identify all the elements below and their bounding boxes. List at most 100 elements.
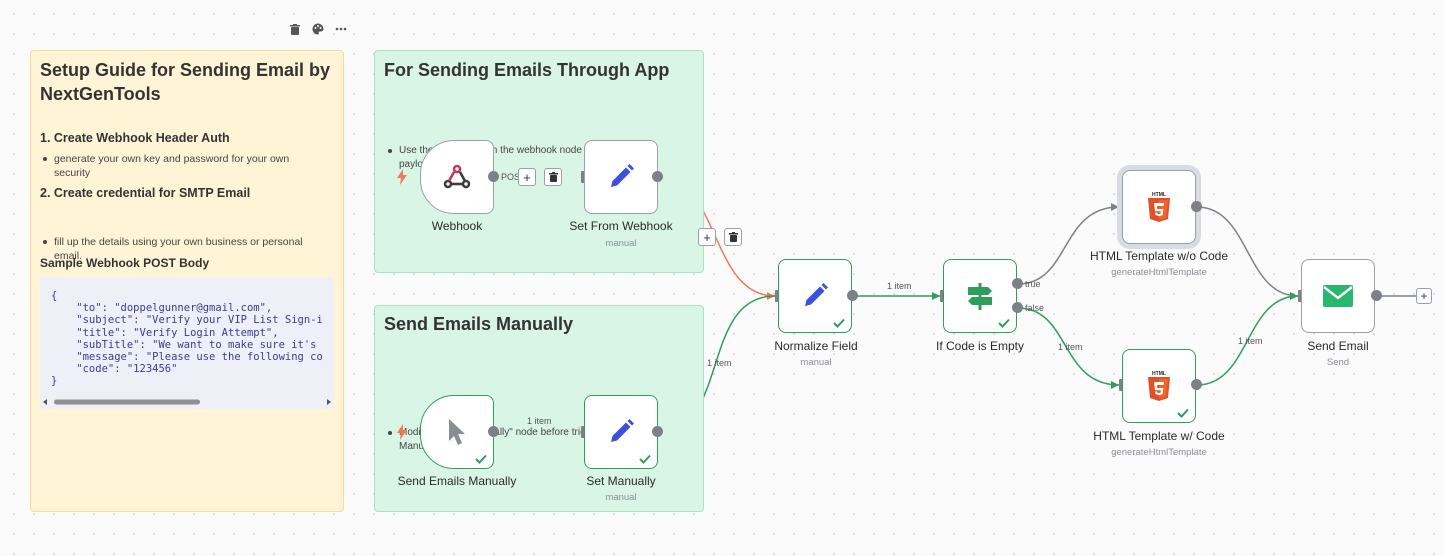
sticky-toolbar: [288, 22, 348, 36]
normalize-field-label: Normalize Field: [774, 339, 858, 353]
manual-note-title: Send Emails Manually: [384, 314, 574, 334]
signpost-icon: [968, 283, 992, 310]
normalize-field-node[interactable]: [778, 259, 852, 333]
trash-icon[interactable]: [288, 22, 302, 36]
success-check-icon: [833, 318, 845, 328]
trash-icon: [728, 232, 738, 242]
set-manually-output-port[interactable]: [652, 426, 663, 437]
step1-line1: generate your own key and password for y…: [54, 153, 290, 165]
set-manually-subtitle: manual: [605, 492, 637, 503]
delete-connection-button[interactable]: [544, 168, 562, 186]
code-line: "subTitle": "We want to make sure it's: [51, 338, 317, 351]
html5-icon: HTML: [1148, 192, 1170, 222]
send-emails-manually-node[interactable]: [420, 395, 494, 469]
set-manually-input-port[interactable]: [581, 426, 586, 438]
sample-code-block[interactable]: { "to": "doppelgunner@gmail.com", "subje…: [40, 277, 334, 409]
step2-heading: 2. Create credential for SMTP Email: [40, 186, 251, 200]
normalize-input-port[interactable]: [775, 290, 780, 302]
set-manually-edge-label: 1 item: [707, 358, 732, 368]
manual-note-line1: Modify the "Set Manually" node before tr…: [399, 427, 628, 438]
success-check-icon: [998, 318, 1010, 328]
step2-line2: email.: [54, 250, 83, 262]
add-next-node-button[interactable]: +: [1416, 288, 1432, 304]
html-w-output-port[interactable]: [1191, 379, 1202, 390]
pencil-icon: [611, 164, 634, 187]
webhook-edge-label: POS: [501, 172, 521, 182]
code-line: "to": "doppelgunner@gmail.com",: [51, 302, 273, 315]
pencil-icon: [805, 283, 828, 306]
step2-bullet: fill up the details using your own busin…: [40, 235, 344, 263]
webhook-label: Webhook: [431, 219, 483, 233]
svg-text:HTML: HTML: [1152, 371, 1166, 377]
set-manually-node[interactable]: [584, 395, 658, 469]
html-w-input-port[interactable]: [1119, 379, 1124, 391]
send-email-label: Send Email: [1307, 339, 1369, 353]
delete-connection-button-2[interactable]: [724, 228, 742, 246]
if-code-empty-label: If Code is Empty: [935, 339, 1025, 353]
step1-line2: security: [54, 167, 91, 179]
send-email-subtitle: Send: [1326, 357, 1350, 368]
normalize-field-subtitle: manual: [800, 357, 832, 368]
webhook-node[interactable]: [420, 140, 494, 214]
set-from-webhook-input-port[interactable]: [581, 171, 586, 183]
html-wo-input-port[interactable]: [1119, 201, 1124, 213]
html-template-wo-code-subtitle: generateHtmlTemplate: [1111, 267, 1207, 278]
send-emails-manually-output-port[interactable]: [488, 426, 499, 437]
cursor-icon: [449, 419, 465, 445]
palette-icon[interactable]: [311, 22, 325, 36]
send-email-output-port[interactable]: [1371, 290, 1382, 301]
app-note-bullet: Use the endpoint from the webhook node a…: [385, 144, 709, 172]
step1-bullet: generate your own key and password for y…: [40, 152, 344, 180]
step2-line1: fill up the details using your own busin…: [54, 236, 303, 248]
webhook-output-port[interactable]: [488, 171, 499, 182]
app-note-line2: payload.: [399, 159, 437, 170]
step1-heading: 1. Create Webhook Header Auth: [40, 131, 230, 145]
edge-if-true-to-htmlwo: [1017, 206, 1120, 285]
setup-guide-title-line1: Setup Guide for Sending Email by: [40, 60, 331, 80]
setup-guide-title-line2: NextGenTools: [40, 84, 161, 104]
set-from-webhook-node[interactable]: [584, 140, 658, 214]
html-template-w-code-subtitle: generateHtmlTemplate: [1111, 447, 1207, 458]
code-line: "title": "Verify Login Attempt",: [51, 326, 279, 339]
html-template-w-code-node[interactable]: HTML: [1122, 349, 1196, 423]
webhook-icon: [443, 164, 471, 189]
success-check-icon: [1177, 408, 1189, 418]
app-note-title: For Sending Emails Through App: [384, 60, 670, 80]
add-node-button[interactable]: +: [518, 168, 536, 186]
html-w-edge-label: 1 item: [1238, 336, 1263, 346]
edge-if-false-to-htmlw: [1017, 307, 1120, 386]
code-scrollbar[interactable]: [42, 398, 332, 406]
edge-htmlwo-to-send: [1196, 206, 1299, 297]
normalize-edge-label: 1 item: [887, 281, 912, 291]
code-line: "subject": "Verify your VIP List Sign-i: [51, 314, 323, 327]
success-check-icon: [475, 454, 487, 464]
trigger-bolt-icon-2: [397, 424, 407, 440]
pencil-icon: [611, 419, 634, 442]
add-node-button-2[interactable]: +: [698, 228, 716, 246]
html5-icon: HTML: [1148, 371, 1170, 401]
if-false-edge-label: 1 item: [1058, 342, 1083, 352]
send-email-input-port[interactable]: [1298, 290, 1303, 302]
more-icon[interactable]: [334, 22, 348, 36]
if-true-output-port[interactable]: [1012, 278, 1023, 289]
html-wo-output-port[interactable]: [1191, 201, 1202, 212]
if-false-label: false: [1025, 303, 1045, 313]
set-from-webhook-subtitle: manual: [605, 238, 637, 249]
code-line: "code": "123456": [51, 363, 178, 376]
set-from-webhook-output-port[interactable]: [652, 171, 663, 182]
if-code-empty-node[interactable]: [943, 259, 1017, 333]
html-template-wo-code-node[interactable]: HTML: [1122, 170, 1196, 244]
normalize-output-port[interactable]: [847, 290, 858, 301]
code-line: "message": "Please use the following co: [51, 351, 323, 364]
app-note-line1: Use the endpoint from the webhook node a…: [399, 145, 654, 156]
envelope-icon: [1323, 285, 1353, 307]
code-line: {: [51, 290, 58, 302]
trash-icon: [548, 172, 558, 182]
if-false-output-port[interactable]: [1012, 302, 1023, 313]
if-input-port[interactable]: [940, 290, 945, 302]
if-true-label: true: [1025, 279, 1041, 289]
svg-text:HTML: HTML: [1152, 192, 1166, 198]
send-email-node[interactable]: [1301, 259, 1375, 333]
set-manually-label: Set Manually: [586, 474, 656, 488]
sample-body-heading: Sample Webhook POST Body: [40, 256, 210, 270]
